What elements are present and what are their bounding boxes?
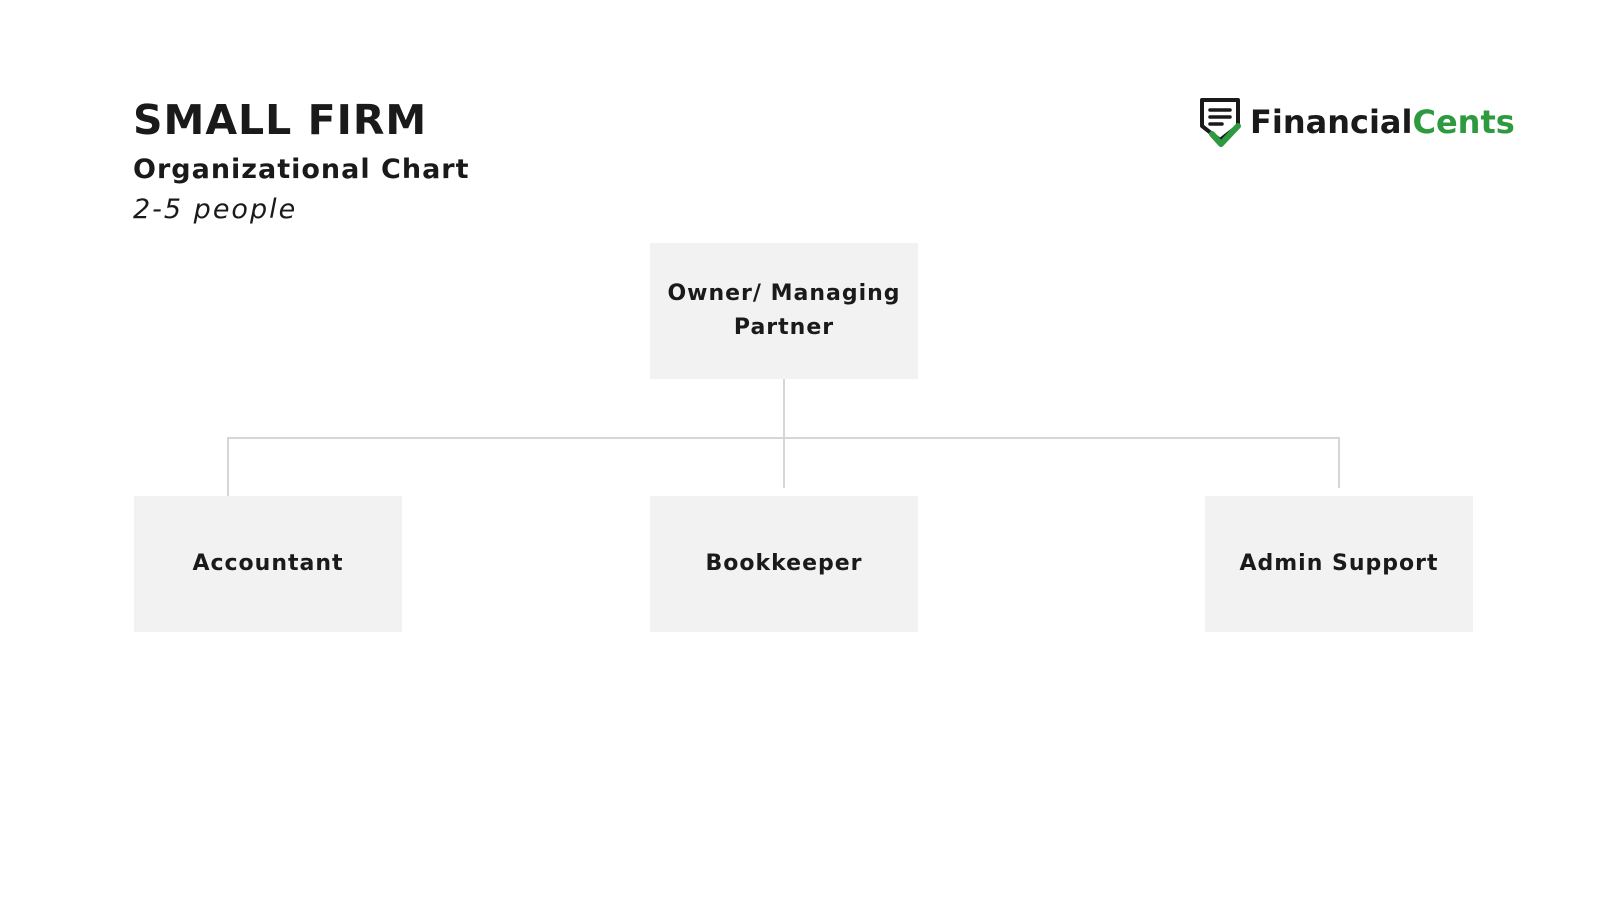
org-node-label: Accountant — [192, 551, 344, 576]
logo-wordmark-financial: Financial — [1250, 103, 1413, 141]
org-node-label: Owner/ Managing Partner — [667, 281, 901, 340]
logo-wordmark-cents: Cents — [1412, 103, 1515, 141]
chart-subtitle: Organizational Chart — [133, 154, 470, 185]
org-node-label: Bookkeeper — [705, 551, 863, 576]
org-node-label: Admin Support — [1239, 551, 1439, 576]
org-node-bookkeeper: Bookkeeper — [650, 496, 918, 632]
financialcents-logo-icon — [1200, 98, 1241, 147]
team-size-note: 2-5 people — [133, 194, 298, 225]
logo-wordmark: FinancialCents — [1250, 102, 1515, 142]
org-node-accountant: Accountant — [134, 496, 402, 632]
page-title: SMALL FIRM — [133, 96, 428, 144]
org-node-admin-support: Admin Support — [1205, 496, 1473, 632]
financialcents-logo: FinancialCents — [1198, 96, 1515, 148]
org-node-owner-managing-partner: Owner/ Managing Partner — [650, 243, 918, 379]
